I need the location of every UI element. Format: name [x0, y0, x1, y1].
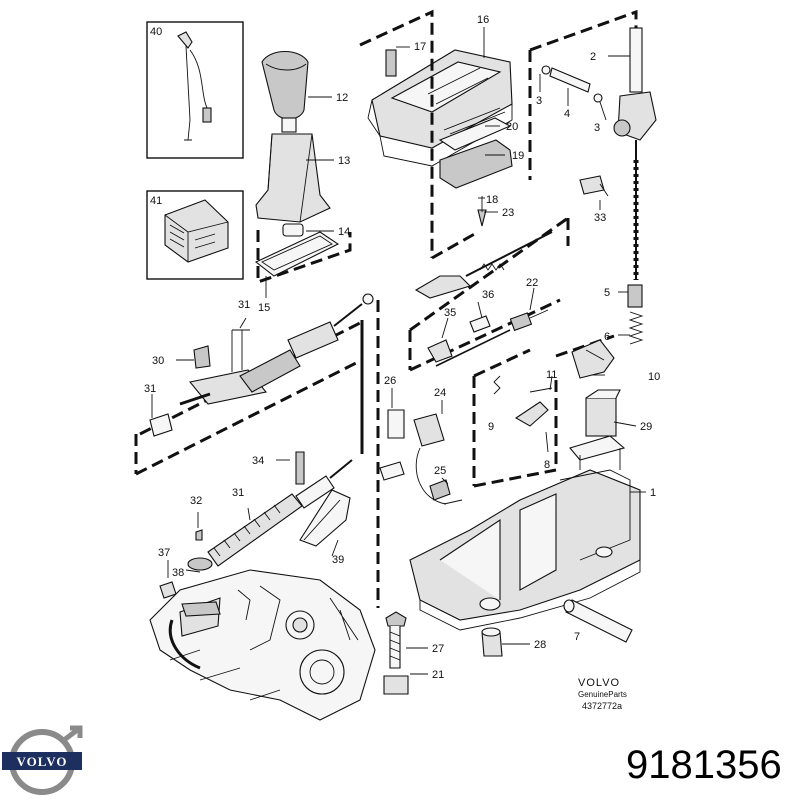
callout-34: 34: [252, 455, 264, 467]
callout-2: 2: [590, 51, 596, 63]
callout-8: 8: [544, 459, 550, 471]
parts-24-25-26: [379, 388, 463, 505]
volvo-logo: VOLVO: [2, 725, 83, 795]
callout-37: 37: [158, 547, 170, 559]
callout-18: 18: [486, 194, 498, 206]
callout-15: 15: [258, 302, 270, 314]
callout-27: 27: [432, 643, 444, 655]
callout-30: 30: [152, 355, 164, 367]
callout-19: 19: [512, 150, 524, 162]
left-cable-assembly: [149, 293, 374, 437]
callout-24: 24: [434, 387, 446, 399]
callout-21: 21: [432, 669, 444, 681]
leader-lines-lower-left: [239, 317, 251, 521]
callout-31b: 31: [144, 383, 156, 395]
callout-3b: 3: [594, 122, 600, 134]
lever-10-and-block-29: [571, 339, 637, 437]
callout-35: 35: [444, 307, 456, 319]
callout-28: 28: [534, 639, 546, 651]
brand-block: VOLVO GenuineParts 4372772a: [578, 677, 627, 711]
parts-7-21-27-28: [383, 599, 633, 695]
callout-38: 38: [172, 567, 184, 579]
parts-22-35-36: [427, 309, 549, 367]
inset-box-40: [146, 21, 244, 159]
callout-31a: 31: [238, 299, 250, 311]
callout-13: 13: [338, 155, 350, 167]
callout-17: 17: [414, 41, 426, 53]
genuine-parts-text: GenuineParts: [578, 690, 627, 699]
callout-23: 23: [502, 207, 514, 219]
callout-31c: 31: [232, 487, 244, 499]
parts-8-9-11: [493, 375, 553, 453]
callout-11: 11: [546, 369, 557, 381]
callout-29: 29: [640, 421, 652, 433]
callout-16: 16: [477, 14, 489, 26]
callout-5: 5: [604, 287, 610, 299]
part-number: 9181356: [626, 743, 782, 787]
callout-4: 4: [564, 108, 570, 120]
selector-cable-upper: [414, 231, 553, 299]
leader-lines-rod: [539, 55, 630, 336]
callout-14: 14: [338, 226, 350, 238]
transmission-housing: [149, 569, 376, 721]
callout-26: 26: [384, 375, 396, 387]
lower-cable-assembly: [159, 451, 353, 599]
drawing-code: 4372772a: [582, 701, 622, 711]
callout-32: 32: [190, 495, 202, 507]
callout-20: 20: [506, 121, 518, 133]
callout-9: 9: [488, 421, 494, 433]
callout-labels: 1 2 3 3 4 5 6 7 8 9 10 11 12 13 14 15 16…: [144, 14, 660, 681]
leader-lines-top-left: [265, 96, 334, 298]
callout-3a: 3: [536, 95, 542, 107]
callout-10: 10: [648, 371, 660, 383]
callout-33: 33: [594, 212, 606, 224]
shift-rod-assembly: [541, 27, 657, 345]
callout-22: 22: [526, 277, 538, 289]
leader-lines-cover: [396, 27, 505, 213]
gear-selector-base: [409, 435, 646, 631]
callout-1: 1: [650, 487, 656, 499]
callout-36: 36: [482, 289, 494, 301]
callout-25: 25: [434, 465, 446, 477]
callout-41: 41: [150, 195, 162, 207]
callout-12: 12: [336, 92, 348, 104]
gear-knob-and-boot: [254, 50, 340, 277]
callout-40: 40: [150, 26, 162, 38]
inset-box-41: [146, 190, 244, 280]
callout-6: 6: [604, 331, 610, 343]
logo-text: VOLVO: [17, 754, 68, 769]
callout-7: 7: [574, 631, 580, 643]
callout-39: 39: [332, 554, 344, 566]
brand-name: VOLVO: [578, 677, 620, 689]
